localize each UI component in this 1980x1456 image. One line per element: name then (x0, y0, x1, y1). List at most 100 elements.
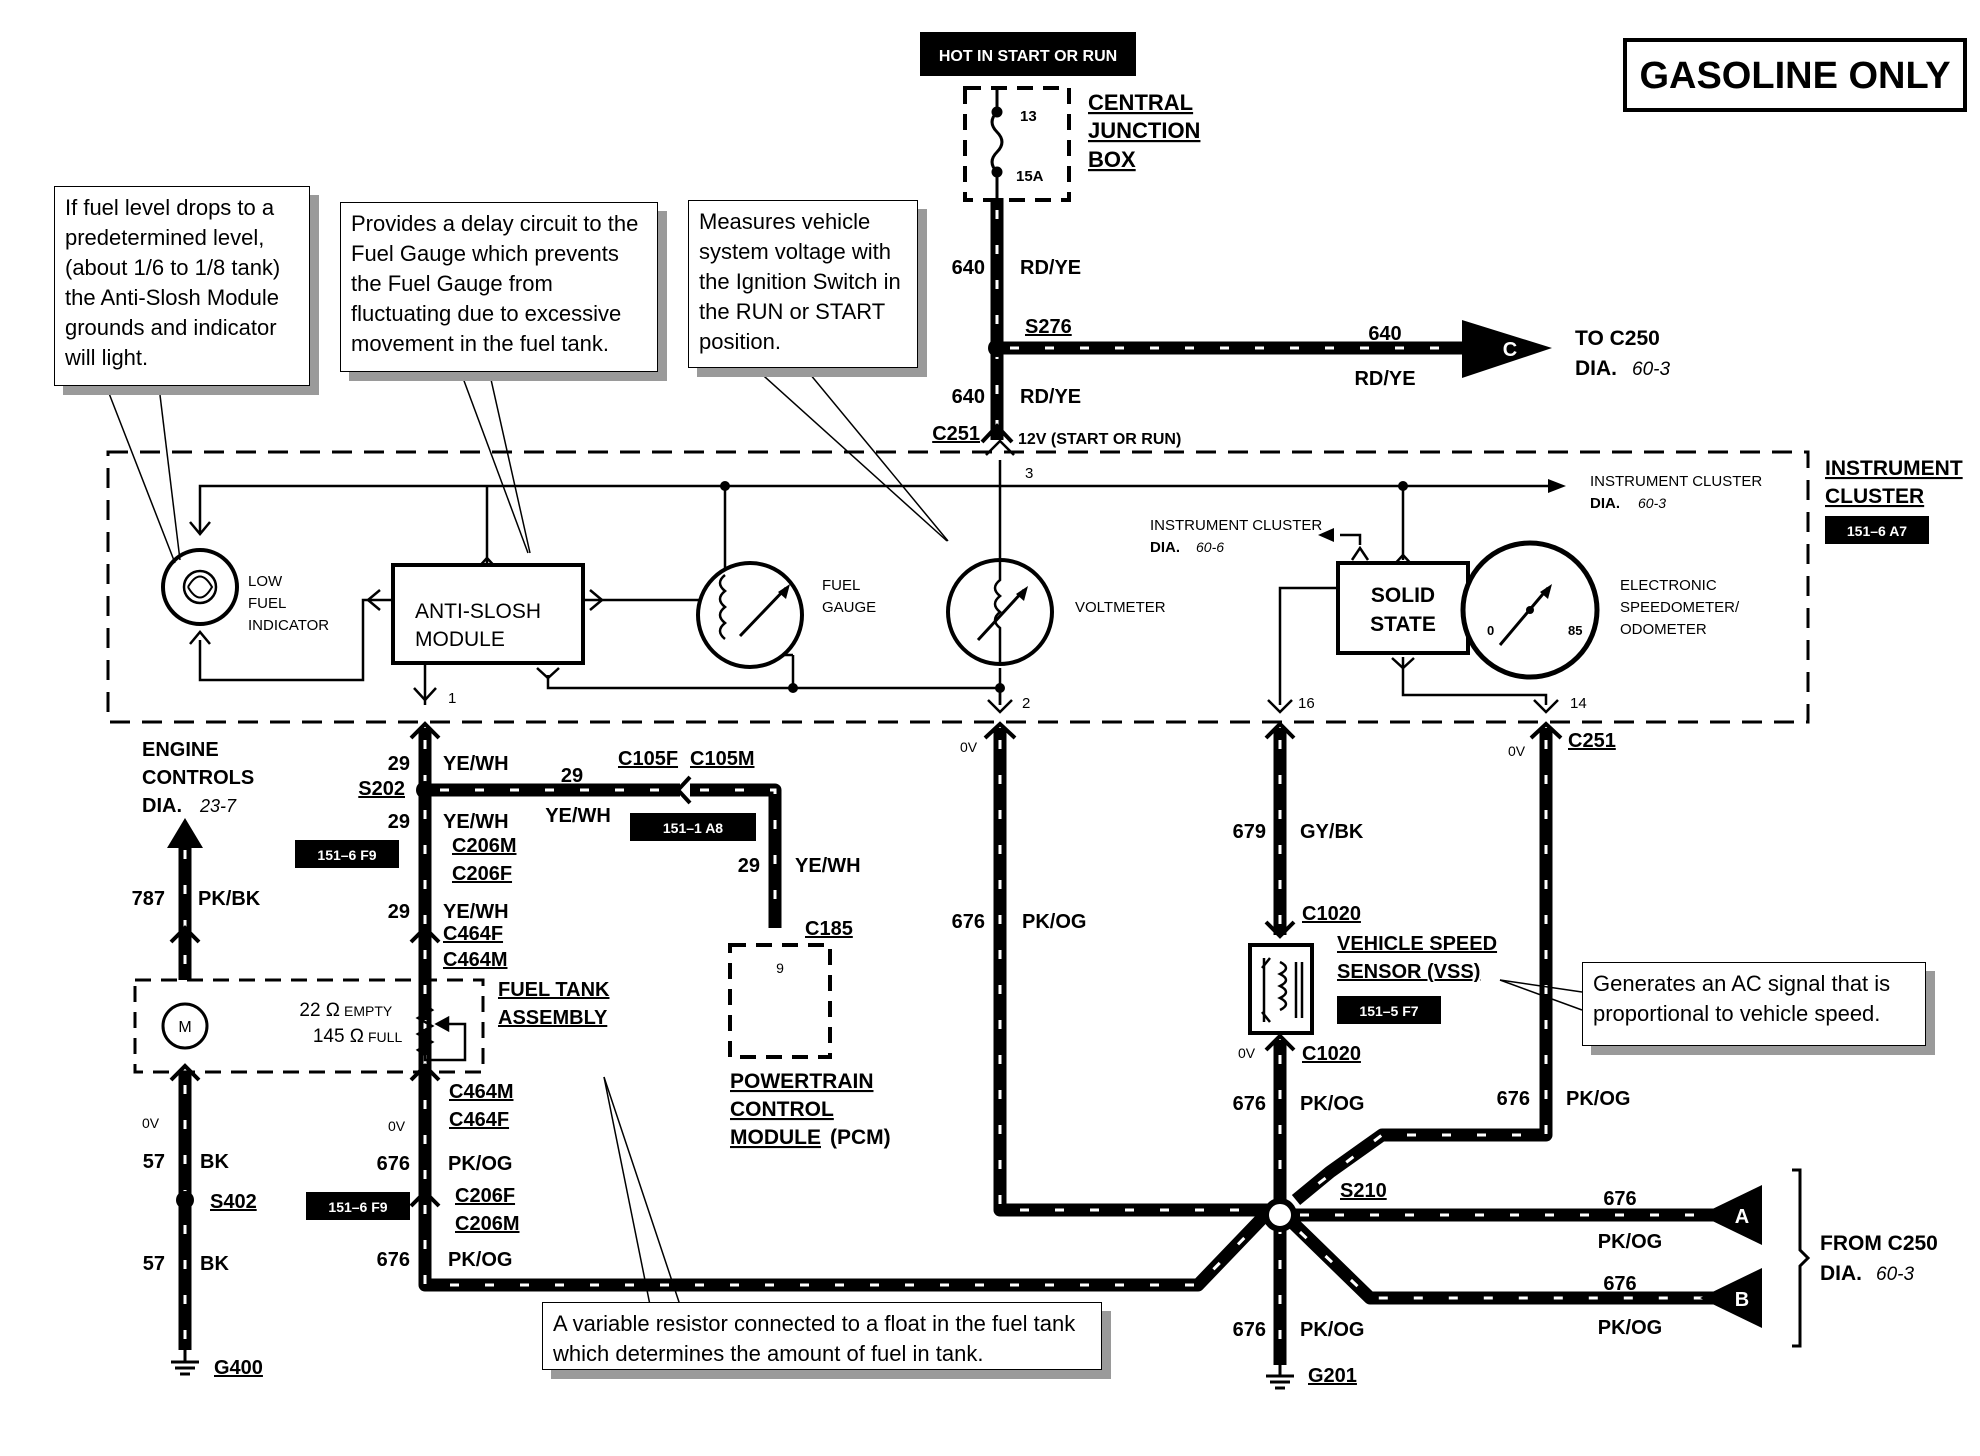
pcm-label-4: (PCM) (830, 1126, 891, 1149)
solid-state-box (1336, 561, 1470, 655)
splice-s202-label: S202 (358, 778, 405, 800)
low-fuel-label-3: INDICATOR (248, 617, 329, 634)
note-anti-slosh: Provides a delay circuit to the Fuel Gau… (340, 202, 658, 372)
pcm-box (728, 943, 832, 1059)
circuit-676-tank-b: 676 (377, 1249, 410, 1271)
fuel-pump-motor (161, 1002, 209, 1050)
to-c250-ref: 60-3 (1632, 359, 1670, 380)
note-leader-lines (104, 367, 1583, 1306)
circuit-29-top: 29 (388, 753, 410, 775)
pcm-label-1: POWERTRAIN (730, 1070, 874, 1093)
fuel-tank-label-2: ASSEMBLY (498, 1007, 608, 1029)
vss-label-2: SENSOR (VSS) (1337, 961, 1480, 983)
circuit-676-b: 676 (1603, 1273, 1636, 1295)
instrument-cluster-boundary (106, 450, 1810, 724)
pin-1-label: 1 (448, 690, 456, 707)
gasoline-only-box (1623, 38, 1967, 112)
hot-in-start-box (920, 32, 1136, 76)
color-bk-lower: BK (200, 1253, 229, 1275)
ov-voltmeter: 0V (960, 739, 978, 755)
full-value: 145 Ω (313, 1026, 364, 1047)
pcm-pin-9: 9 (776, 960, 784, 976)
c206f-lower: C206F (455, 1185, 515, 1207)
wire-676-to-b (1287, 1217, 1720, 1305)
pin-16-label: 16 (1298, 695, 1315, 712)
c185-label: C185 (805, 918, 853, 940)
vss-box (1248, 943, 1314, 1035)
solid-state-label-2: STATE (1370, 613, 1436, 636)
ground-g400-label: G400 (214, 1357, 263, 1379)
from-c250-ref: 60-3 (1876, 1264, 1914, 1285)
splice-s276 (988, 339, 1006, 357)
engine-ref: 23-7 (199, 796, 237, 816)
ref-tag-151-1-a8: 151–1 A8 (663, 820, 723, 836)
splice-s202 (416, 781, 434, 799)
note-fuel-tank: A variable resistor connected to a float… (542, 1302, 1102, 1370)
color-rdye-upper: RD/YE (1020, 257, 1081, 279)
circuit-29-lower: 29 (388, 901, 410, 923)
fuel-sender-resistor (415, 1003, 467, 1062)
speedo-label-2: SPEEDOMETER/ (1620, 599, 1740, 616)
anti-slosh-module-box (391, 563, 585, 665)
wire-676-right (1291, 728, 1553, 1206)
jb-pin-13: 13 (1020, 108, 1037, 125)
jb-label-box: BOX (1088, 147, 1136, 172)
fuel-gauge-label-2: GAUGE (822, 599, 876, 616)
arrow-ic-right (1548, 479, 1566, 493)
color-yewh-mid: YE/WH (443, 811, 509, 833)
jb-label-central: CENTRAL (1088, 90, 1193, 115)
ic-ref-a-dia: DIA. (1590, 495, 1620, 512)
c464f-upper: C464F (443, 923, 503, 945)
splice-s402-label: S402 (210, 1191, 257, 1213)
circuit-787: 787 (132, 888, 165, 910)
engine-label-2: CONTROLS (142, 767, 254, 789)
speedo-max: 85 (1568, 623, 1582, 638)
low-fuel-indicator-lamp (161, 548, 239, 626)
vss-label-1: VEHICLE SPEED (1337, 933, 1497, 955)
ic-ref-a-val: 60-3 (1638, 495, 1666, 511)
circuit-676-a: 676 (1603, 1188, 1636, 1210)
c251-top-label: C251 (932, 423, 980, 445)
junction-dots (720, 481, 1408, 693)
speedo-min: 0 (1487, 623, 1494, 638)
speedo-label-1: ELECTRONIC (1620, 577, 1717, 594)
circuit-676-right: 676 (1497, 1088, 1530, 1110)
fuel-tank-assembly-box (133, 978, 485, 1074)
conn-a-label: A (1735, 1206, 1749, 1228)
ov-motor: 0V (142, 1115, 160, 1131)
fuel-tank-label-1: FUEL TANK (498, 979, 610, 1001)
gasoline-only-label: GASOLINE ONLY (1639, 55, 1950, 97)
circuit-29-pcm: 29 (738, 855, 760, 877)
ground-g201-label: G201 (1308, 1365, 1357, 1387)
speedo-label-3: ODOMETER (1620, 621, 1707, 638)
ov-fuel: 0V (388, 1118, 406, 1134)
ic-ref-b-line1: INSTRUMENT CLUSTER (1150, 517, 1322, 534)
ref-tag-151-6-f9-b-bg (306, 1192, 410, 1220)
anti-slosh-label-2: MODULE (415, 628, 505, 651)
arrow-ic-left (1318, 528, 1334, 542)
jb-fuse-15a: 15A (1016, 168, 1044, 185)
from-c250-arrow-a (1700, 1185, 1762, 1245)
color-pkog-g201: PK/OG (1300, 1319, 1364, 1341)
engine-controls-arrow (167, 818, 203, 848)
ground-g201 (1266, 1365, 1294, 1390)
conn-b-label: B (1735, 1289, 1749, 1311)
ref-tag-151-6-a7-bg (1825, 516, 1929, 544)
c464m-upper: C464M (443, 949, 507, 971)
circuit-640-lower: 640 (952, 386, 985, 408)
connector-caps (169, 423, 1563, 1208)
ref-tag-151-6-a7: 151–6 A7 (1847, 523, 1907, 539)
color-pkog-b: PK/OG (1598, 1317, 1662, 1339)
c206m-upper: C206M (452, 835, 516, 857)
c206f-upper: C206F (452, 863, 512, 885)
ref-tag-151-5-f7: 151–5 F7 (1359, 1003, 1418, 1019)
color-pkog-tank-a: PK/OG (448, 1153, 512, 1175)
vss-coil (1261, 957, 1304, 1023)
pcm-label-3: MODULE (730, 1126, 821, 1149)
motor-label: M (178, 1019, 191, 1036)
color-pkog-a: PK/OG (1598, 1231, 1662, 1253)
circuit-57-lower: 57 (143, 1253, 165, 1275)
color-yewh-horizontal: YE/WH (545, 805, 611, 827)
ic-ref-b-val: 60-6 (1196, 539, 1224, 555)
